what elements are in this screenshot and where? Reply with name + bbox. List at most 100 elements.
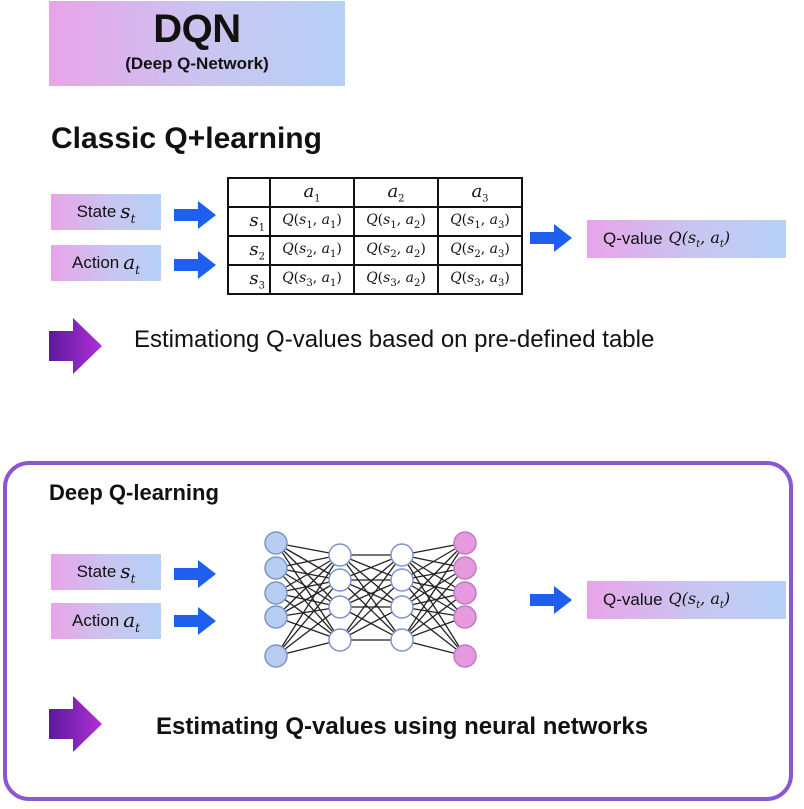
- formula-part: 3: [474, 277, 481, 289]
- hidden-1-node: [328, 568, 352, 592]
- formula-part: 1: [474, 219, 481, 231]
- title: DQN: [153, 7, 241, 51]
- formula-part: 2: [413, 248, 421, 260]
- formula-part: ): [504, 270, 510, 287]
- formula-part: a: [321, 212, 330, 229]
- subscript: t: [135, 620, 140, 635]
- formula-part: a: [710, 227, 720, 247]
- formula-part: s: [383, 212, 391, 229]
- formula-part: (: [377, 270, 384, 287]
- formula-part: ,: [396, 212, 406, 229]
- network-edge: [339, 554, 403, 641]
- formula-part: ): [504, 212, 510, 229]
- hidden-1-node: [328, 543, 352, 567]
- formula-part: ,: [312, 212, 322, 229]
- formula-part: Q: [366, 241, 378, 258]
- subscript: t: [130, 211, 136, 226]
- corner-cell: [227, 177, 271, 208]
- formula-part: Q: [450, 212, 462, 229]
- formula-part: a: [321, 241, 330, 258]
- chip-label: Action: [71, 611, 120, 630]
- formula-part: Q: [668, 588, 682, 608]
- right-arrow-icon: [174, 201, 216, 229]
- formula-part: s: [687, 227, 697, 247]
- network-edge: [401, 542, 466, 641]
- formula-part: ,: [480, 270, 490, 287]
- q-formula: Q(st, at): [669, 589, 731, 611]
- right-arrow-icon: [174, 607, 216, 635]
- network-edge: [275, 554, 341, 657]
- network-edge: [401, 579, 466, 657]
- network-edge: [339, 554, 403, 608]
- chip-symbol: at: [123, 608, 140, 635]
- formula-part: s: [467, 270, 475, 287]
- formula-part: (: [293, 241, 300, 258]
- formula-part: Q: [282, 212, 294, 229]
- formula-part: ,: [396, 270, 406, 287]
- network-edge: [339, 579, 403, 641]
- subscript: 2: [258, 251, 265, 263]
- input-node: [264, 644, 288, 668]
- classic-note: Estimationg Q-values based on pre-define…: [134, 326, 655, 353]
- formula-part: a: [489, 212, 498, 229]
- network-nodes: [264, 531, 477, 668]
- chip-label: Action: [71, 253, 120, 272]
- formula-part: Q: [366, 212, 378, 229]
- neural-network-diagram: [264, 531, 477, 668]
- row-header: s2: [227, 235, 271, 266]
- deep-q-learning-panel: [3, 461, 793, 801]
- output-node: [453, 644, 477, 668]
- symbol: a: [471, 180, 483, 202]
- formula-part: ): [420, 241, 426, 258]
- q-cell: Q(s2, a2): [353, 235, 439, 266]
- network-edge: [275, 606, 341, 657]
- hidden-2-node: [390, 628, 414, 652]
- input-node: [264, 531, 288, 555]
- formula-part: ): [723, 227, 731, 247]
- right-arrow-icon: [174, 251, 216, 279]
- formula-part: (: [681, 588, 688, 608]
- output-node: [453, 581, 477, 605]
- title-banner: DQN (Deep Q-Network): [49, 1, 345, 86]
- formula-part: ,: [480, 241, 490, 258]
- formula-part: s: [299, 270, 307, 287]
- formula-part: 1: [306, 219, 313, 231]
- network-edges: [275, 542, 466, 657]
- formula-part: (: [377, 241, 384, 258]
- q-value-output-chip: Q-value Q(st, at): [587, 581, 786, 619]
- symbol: a: [123, 249, 136, 274]
- q-formula: Q(st, at): [669, 228, 731, 250]
- chip-symbol: st: [120, 199, 135, 226]
- right-arrow-icon: [174, 560, 216, 588]
- formula-part: ): [420, 212, 426, 229]
- formula-part: t: [719, 600, 724, 612]
- formula-part: 2: [474, 248, 481, 260]
- formula-part: 3: [306, 277, 313, 289]
- subscript: 2: [398, 193, 405, 205]
- network-edge: [401, 542, 466, 608]
- symbol: s: [249, 267, 259, 289]
- row-header: s3: [227, 264, 271, 295]
- input-node: [264, 605, 288, 629]
- formula-part: a: [321, 270, 330, 287]
- formula-part: ): [336, 241, 342, 258]
- classic-section-title: Classic Q+learning: [51, 122, 322, 155]
- formula-part: a: [405, 241, 414, 258]
- formula-part: Q: [282, 241, 294, 258]
- formula-part: a: [489, 241, 498, 258]
- formula-part: s: [383, 241, 391, 258]
- q-cell: Q(s3, a1): [269, 264, 355, 295]
- formula-part: s: [299, 212, 307, 229]
- formula-part: Q: [450, 241, 462, 258]
- q-cell: Q(s3, a3): [437, 264, 523, 295]
- formula-part: Q: [450, 270, 462, 287]
- input-node: [264, 556, 288, 580]
- q-cell: Q(s1, a2): [353, 206, 439, 237]
- chip-label: State: [76, 202, 117, 221]
- chip-label: Q-value: [603, 229, 663, 248]
